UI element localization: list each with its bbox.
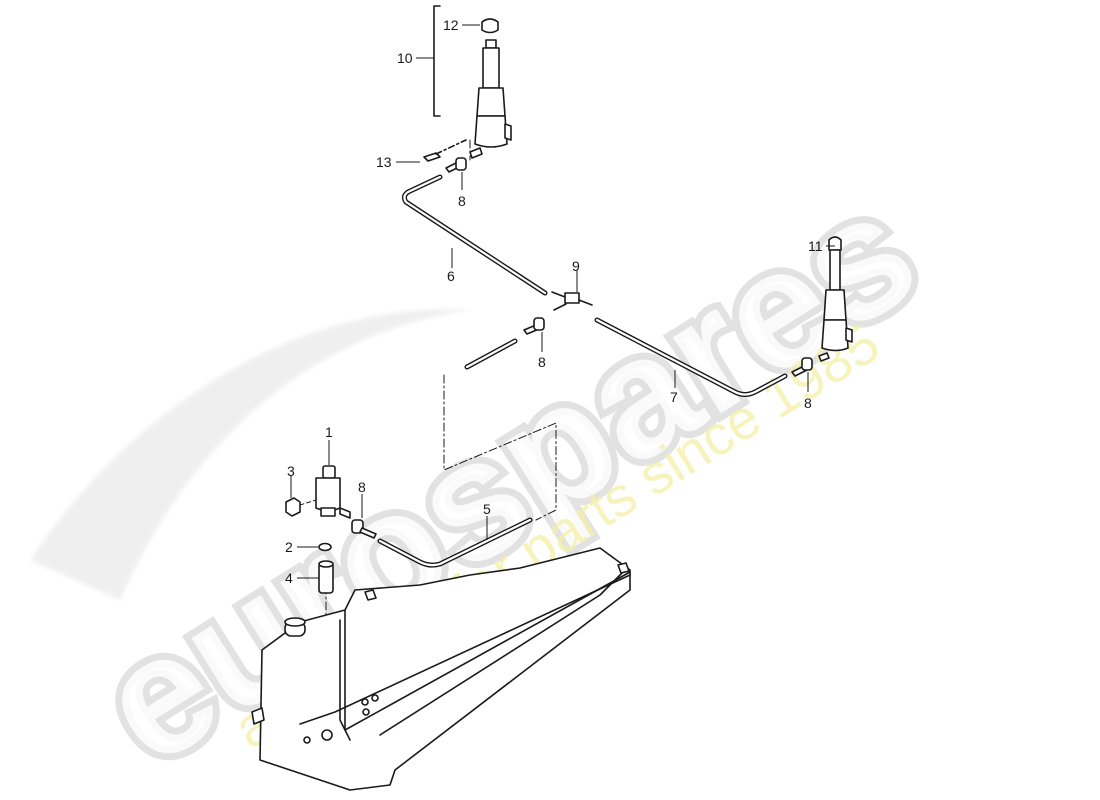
callout-10[interactable]: 10: [397, 50, 413, 66]
callout-9[interactable]: 9: [572, 258, 580, 274]
callouts: [290, 24, 835, 579]
callout-labels: 12 10 13 8 6 9 11 8 7 8 1 3 8 5 2 4: [285, 17, 823, 586]
callout-8-pump[interactable]: 8: [358, 479, 366, 495]
callout-1[interactable]: 1: [325, 424, 333, 440]
part-3: [285, 497, 301, 517]
washer-pump-1: [315, 465, 351, 519]
hose-6: [401, 174, 548, 296]
nozzle-assembly-upper: [469, 18, 512, 159]
callout-8-right[interactable]: 8: [804, 395, 812, 411]
connector-8-right: [791, 357, 813, 377]
t-piece-9: [551, 291, 593, 311]
bracket-10: [433, 5, 441, 117]
callout-7[interactable]: 7: [670, 389, 678, 405]
callout-5[interactable]: 5: [483, 501, 491, 517]
callout-11[interactable]: 11: [808, 238, 823, 254]
filter-4: [318, 560, 334, 594]
nozzle-11: [818, 236, 853, 362]
callout-6[interactable]: 6: [447, 268, 455, 284]
line-art: [251, 5, 853, 791]
connector-8-pump: [351, 519, 377, 539]
callout-2[interactable]: 2: [285, 539, 293, 555]
callout-3[interactable]: 3: [287, 463, 295, 479]
reservoir-tank: [251, 547, 631, 791]
callout-4[interactable]: 4: [285, 570, 293, 586]
callout-8-mid[interactable]: 8: [538, 354, 546, 370]
screw-13: [423, 139, 467, 162]
callout-12[interactable]: 12: [443, 17, 459, 33]
callout-8-top[interactable]: 8: [458, 193, 466, 209]
connector-8-mid: [523, 317, 545, 335]
watermark-swoosh: [30, 309, 470, 600]
callout-13[interactable]: 13: [376, 154, 392, 170]
connector-8-top: [445, 157, 467, 173]
seal-2: [318, 542, 332, 552]
